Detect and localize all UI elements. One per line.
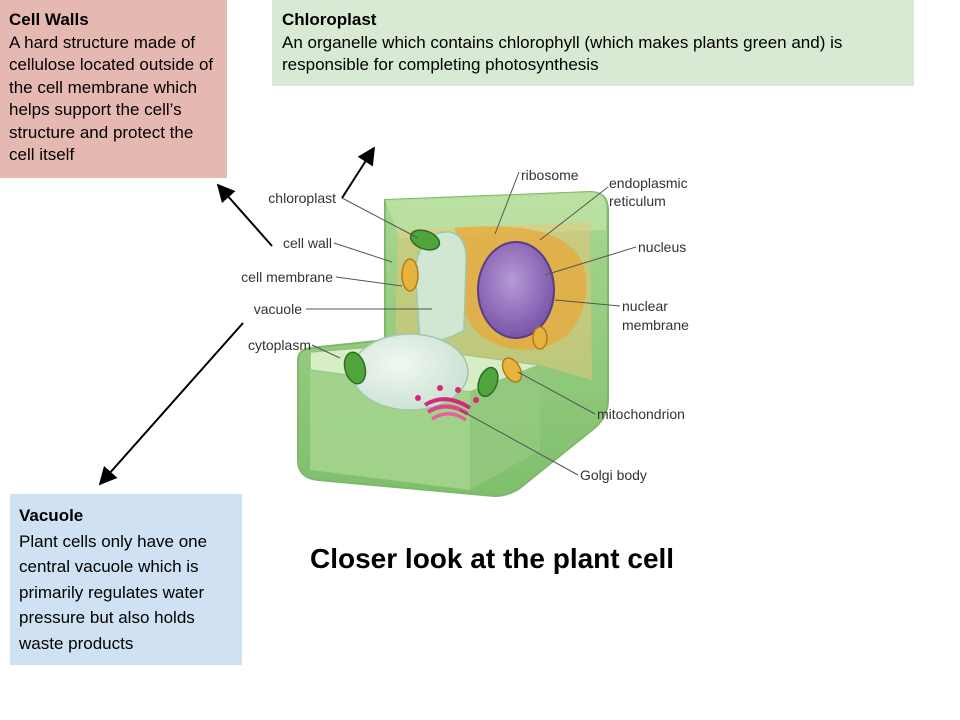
label-cell-wall: cell wall bbox=[283, 235, 332, 251]
chloroplast-title: Chloroplast bbox=[282, 10, 377, 29]
label-cytoplasm: cytoplasm bbox=[248, 337, 311, 353]
cell-walls-title: Cell Walls bbox=[9, 10, 89, 29]
label-mitochondrion: mitochondrion bbox=[597, 406, 685, 422]
label-ribosome: ribosome bbox=[521, 167, 579, 183]
arrow-to-chloroplast-box bbox=[341, 146, 375, 199]
label-endoplasmic: endoplasmic bbox=[609, 175, 688, 191]
chloroplast-box: Chloroplast An organelle which contains … bbox=[272, 0, 914, 86]
label-vacuole: vacuole bbox=[254, 301, 302, 317]
cell-body bbox=[297, 190, 609, 498]
label-reticulum: reticulum bbox=[609, 193, 666, 209]
label-nuclear-membrane: membrane bbox=[622, 317, 689, 333]
cell-walls-box: Cell Walls A hard structure made of cell… bbox=[0, 0, 227, 178]
vacuole-box: Vacuole Plant cells only have one centra… bbox=[10, 494, 242, 665]
label-chloroplast: chloroplast bbox=[268, 190, 336, 206]
vacuole-title: Vacuole bbox=[19, 506, 84, 525]
page-caption: Closer look at the plant cell bbox=[310, 543, 675, 574]
cell-walls-description: A hard structure made of cellulose locat… bbox=[9, 32, 214, 165]
chloroplast-description: An organelle which contains chlorophyll … bbox=[282, 32, 843, 75]
label-nucleus: nucleus bbox=[638, 239, 686, 255]
label-nuclear: nuclear bbox=[622, 298, 668, 314]
label-golgi-body: Golgi body bbox=[580, 467, 647, 483]
arrow-to-vacuole-box bbox=[98, 322, 244, 486]
vacuole-description: Plant cells only have one central vacuol… bbox=[19, 531, 208, 653]
label-cell-membrane: cell membrane bbox=[241, 269, 333, 285]
label-leader-lines bbox=[306, 171, 637, 476]
arrow-to-cell-walls-box bbox=[216, 183, 273, 247]
